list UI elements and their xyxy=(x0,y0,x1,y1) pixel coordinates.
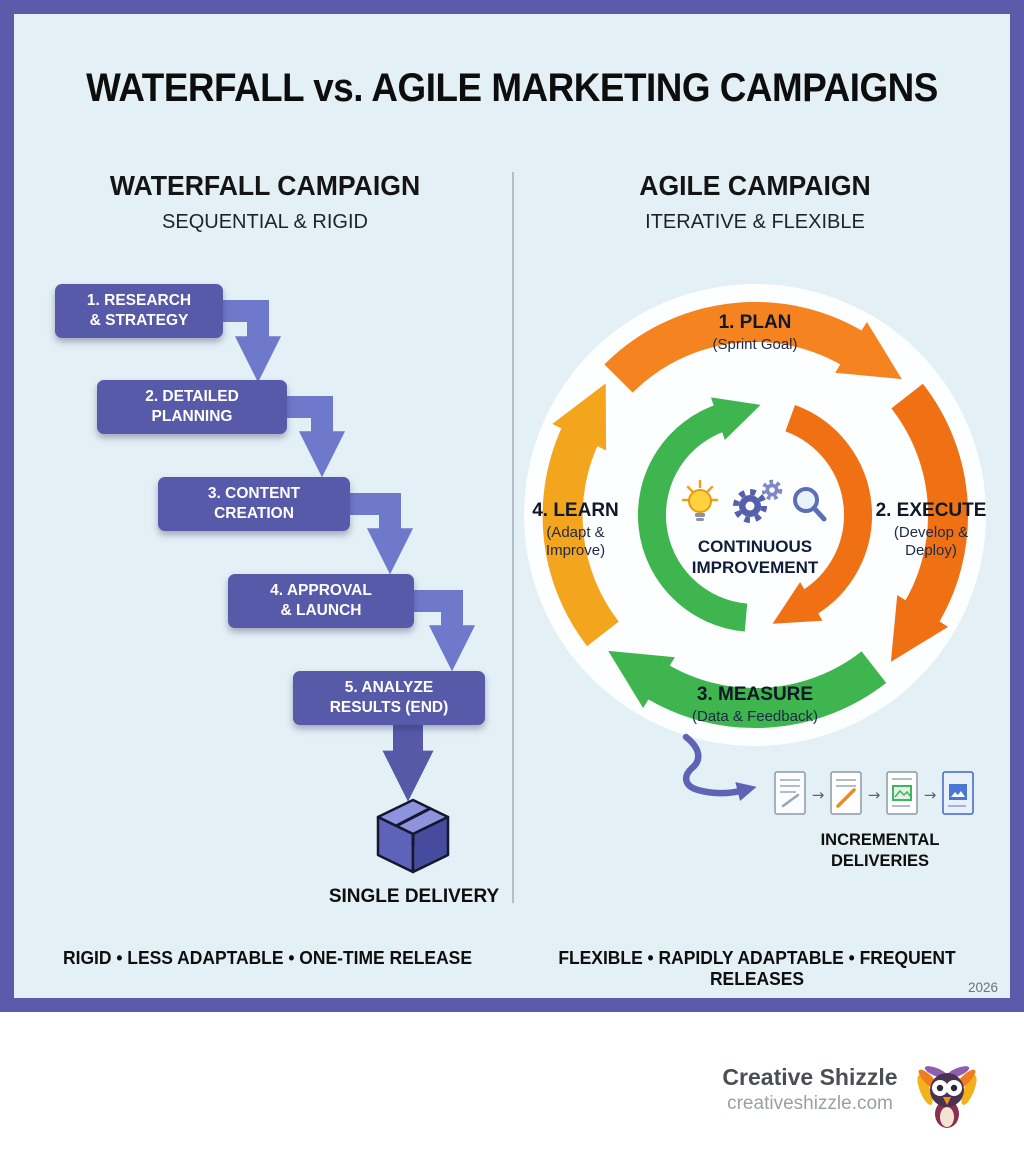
waterfall-heading: WATERFALL CAMPAIGN xyxy=(109,170,421,201)
step-arrow-icon xyxy=(270,396,346,478)
waterfall-step-3: 3. CONTENT CREATION xyxy=(158,477,350,531)
waterfall-subheading: SEQUENTIAL & RIGID xyxy=(162,211,368,233)
package-box-icon xyxy=(376,798,450,874)
year-label: 2026 xyxy=(967,980,998,995)
cycle-step-execute-label: 2. EXECUTE xyxy=(875,500,987,521)
owl-pupil xyxy=(950,1084,958,1092)
waterfall-flow-arrows xyxy=(206,300,476,802)
cycle-step-learn: 4. LEARN (Adapt & Improve) xyxy=(508,500,643,560)
cycle-step-plan-label: 1. PLAN xyxy=(718,312,792,333)
single-delivery-label: SINGLE DELIVERY xyxy=(328,886,500,907)
cycle-arc-measure xyxy=(608,650,887,729)
document-image-icon xyxy=(886,771,918,815)
step-arrow-icon xyxy=(333,493,414,575)
continuous-improvement-label: CONTINUOUS IMPROVEMENT xyxy=(691,537,819,578)
gears-icon xyxy=(733,479,783,523)
owl-logo-icon xyxy=(917,1066,977,1128)
docs-arrow-icon: → xyxy=(924,786,937,804)
agile-subheading: ITERATIVE & FLEXIBLE xyxy=(645,211,865,233)
cycle-step-learn-label: 4. LEARN xyxy=(532,500,619,521)
squiggle-arrow-icon xyxy=(682,733,757,802)
owl-pupil xyxy=(936,1084,944,1092)
owl-belly xyxy=(940,1107,954,1127)
cycle-step-execute: 2. EXECUTE (Develop & Deploy) xyxy=(866,500,996,560)
step-arrow-icon xyxy=(206,300,282,383)
inner-cycle-arc-orange xyxy=(772,405,872,624)
agile-summary: FLEXIBLE • RAPIDLY ADAPTABLE • FREQUENT … xyxy=(558,948,956,989)
diagram-art-layer: → → → xyxy=(206,172,986,903)
waterfall-step-4: 4. APPROVAL & LAUNCH xyxy=(228,574,414,628)
brand-site: creativeshizzle.com xyxy=(727,1093,893,1114)
waterfall-step-1: 1. RESEARCH & STRATEGY xyxy=(55,284,223,338)
cycle-step-plan-sub: (Sprint Goal) xyxy=(712,335,798,353)
agile-cycle-rings xyxy=(542,302,969,729)
cycle-step-measure-sub: (Data & Feedback) xyxy=(692,707,818,725)
incremental-docs-icons: → → → xyxy=(774,771,974,815)
docs-arrow-icon: → xyxy=(868,786,881,804)
document-draft-icon xyxy=(774,771,806,815)
page-title: WATERFALL vs. AGILE MARKETING CAMPAIGNS xyxy=(86,66,938,110)
cycle-step-learn-sub: (Adapt & Improve) xyxy=(545,523,606,559)
brand-name: Creative Shizzle xyxy=(722,1064,898,1090)
owl-beak xyxy=(943,1097,951,1105)
cycle-arc-plan xyxy=(604,302,902,393)
magnifier-icon xyxy=(793,487,827,522)
waterfall-step-2: 2. DETAILED PLANNING xyxy=(97,380,287,434)
step-arrow-icon xyxy=(397,590,476,672)
incremental-deliveries-label: INCREMENTAL DELIVERIES xyxy=(820,831,940,870)
waterfall-summary: RIGID • LESS ADAPTABLE • ONE-TIME RELEAS… xyxy=(62,948,472,968)
document-edit-icon xyxy=(830,771,862,815)
document-final-icon xyxy=(942,771,974,815)
lightbulb-icon xyxy=(681,479,719,521)
inner-cycle-arc-green xyxy=(637,397,761,632)
cycle-step-measure: 3. MEASURE (Data & Feedback) xyxy=(655,684,855,726)
waterfall-step-5: 5. ANALYZE RESULTS (END) xyxy=(293,671,485,725)
cycle-arc-learn xyxy=(542,383,619,647)
cycle-arc-execute xyxy=(890,383,969,662)
docs-arrow-icon: → xyxy=(812,786,825,804)
agile-heading: AGILE CAMPAIGN xyxy=(639,170,871,201)
cycle-step-measure-label: 3. MEASURE xyxy=(696,684,814,705)
cycle-step-plan: 1. PLAN (Sprint Goal) xyxy=(675,312,835,354)
cycle-step-execute-sub: (Develop & Deploy) xyxy=(893,523,969,559)
